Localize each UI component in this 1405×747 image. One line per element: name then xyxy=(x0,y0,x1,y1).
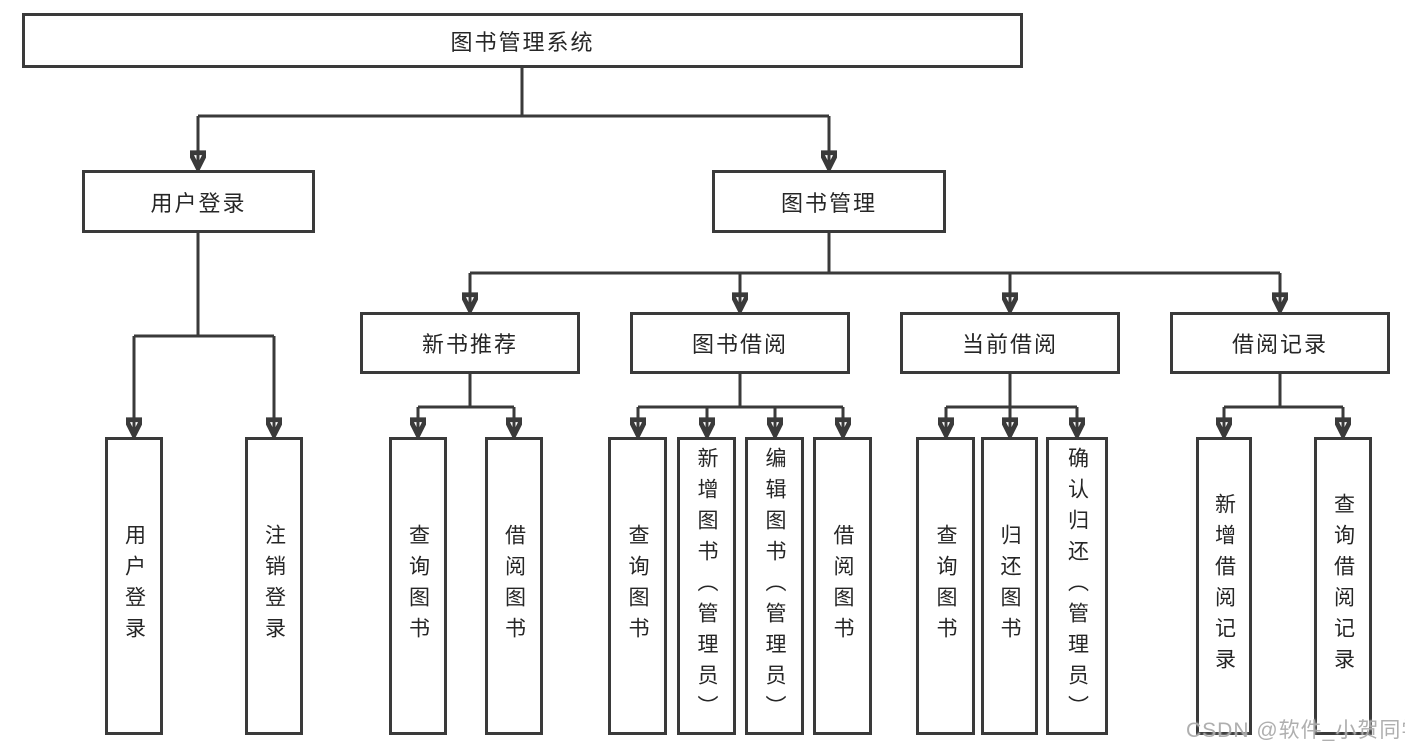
node-label: 查询图书 xyxy=(934,524,957,648)
node-book-management-system: 图书管理系统 xyxy=(22,13,1023,68)
node-label: 归还图书 xyxy=(998,524,1021,648)
node-label: 新增借阅记录 xyxy=(1212,493,1236,679)
node-query-books-borrow: 查询图书 xyxy=(608,437,667,735)
node-label: 用户登录 xyxy=(122,524,146,648)
node-book-borrow: 图书借阅 xyxy=(630,312,850,374)
node-add-borrow-record: 新增借阅记录 xyxy=(1196,437,1252,735)
node-borrow-books-recommend: 借阅图书 xyxy=(485,437,543,735)
node-label: 新书推荐 xyxy=(421,332,518,357)
node-label: 当前借阅 xyxy=(961,332,1058,357)
node-label: 图书借阅 xyxy=(691,332,788,357)
node-new-book-recommend: 新书推荐 xyxy=(360,312,580,374)
node-book-management: 图书管理 xyxy=(712,170,946,233)
node-label: 注销登录 xyxy=(262,524,286,648)
node-label: 查询图书 xyxy=(626,524,649,648)
node-query-books-current: 查询图书 xyxy=(916,437,975,735)
node-logout: 注销登录 xyxy=(245,437,303,735)
node-add-book-admin: 新增图书（管理员） xyxy=(677,437,736,735)
watermark: CSDN @软件_小贺同学 xyxy=(1186,719,1405,742)
node-label: 图书管理 xyxy=(780,190,877,216)
node-confirm-return-admin: 确认归还（管理员） xyxy=(1046,437,1108,735)
node-label: 编辑图书（管理员） xyxy=(763,446,786,726)
node-current-borrow: 当前借阅 xyxy=(900,312,1120,374)
node-label: 确认归还（管理员） xyxy=(1065,446,1089,726)
node-label: 新增图书（管理员） xyxy=(695,446,718,726)
node-query-books-recommend: 查询图书 xyxy=(389,437,447,735)
node-label: 借阅图书 xyxy=(502,524,526,648)
node-edit-book-admin: 编辑图书（管理员） xyxy=(745,437,804,735)
node-label: 图书管理系统 xyxy=(450,29,595,55)
node-label: 借阅图书 xyxy=(831,524,854,648)
node-label: 用户登录 xyxy=(150,190,247,216)
node-return-books: 归还图书 xyxy=(981,437,1038,735)
node-label: 查询图书 xyxy=(406,524,430,648)
node-borrow-records: 借阅记录 xyxy=(1170,312,1390,374)
node-query-borrow-record: 查询借阅记录 xyxy=(1314,437,1372,735)
node-label: 借阅记录 xyxy=(1231,332,1328,357)
node-user-login-leaf: 用户登录 xyxy=(105,437,163,735)
node-label: 查询借阅记录 xyxy=(1331,493,1355,679)
node-user-login: 用户登录 xyxy=(82,170,315,233)
node-borrow-books-leaf: 借阅图书 xyxy=(813,437,872,735)
